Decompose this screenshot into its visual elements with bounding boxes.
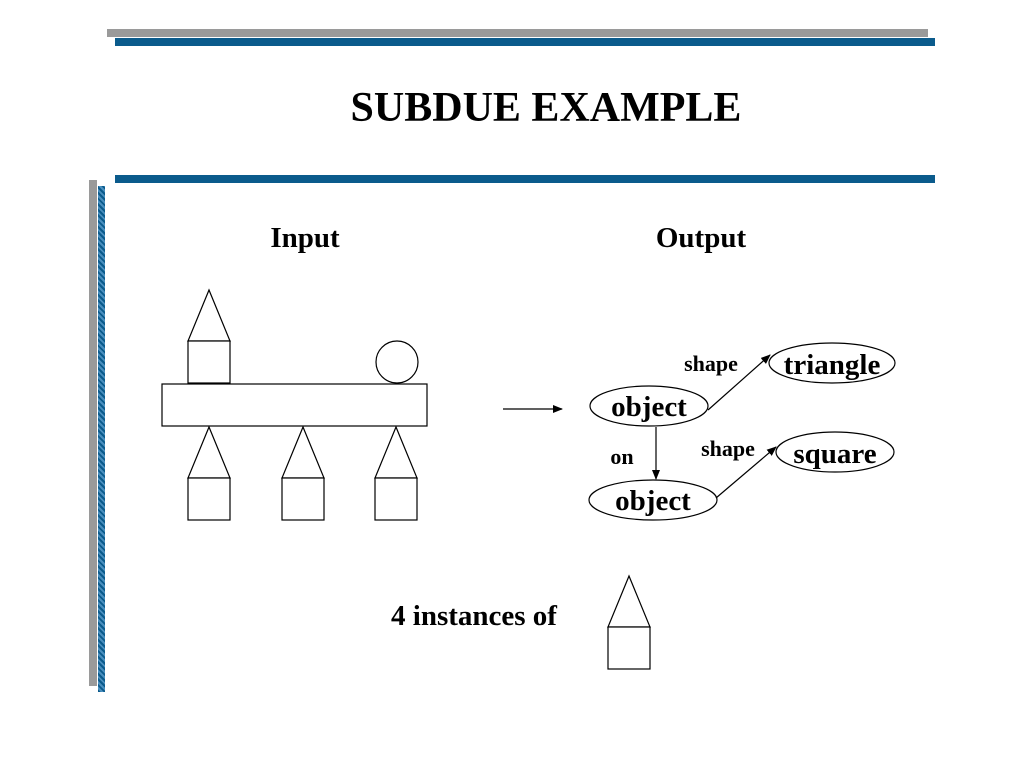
node-triangle-label: triangle <box>784 349 881 381</box>
square-shape <box>374 477 418 521</box>
instances-caption: 4 instances of <box>391 600 557 632</box>
edge-shape-top-label: shape <box>684 351 738 376</box>
title-underline-rule <box>115 175 935 183</box>
top-gray-rule <box>107 29 928 37</box>
house-top <box>187 288 231 384</box>
input-label: Input <box>270 222 340 254</box>
plank-shape <box>161 383 428 427</box>
triangle-shape <box>374 425 418 479</box>
node-object-top-label: object <box>611 391 687 423</box>
edge-shape-bottom-label: shape <box>701 436 755 461</box>
output-label: Output <box>656 222 747 254</box>
left-blue-rule <box>98 186 105 692</box>
node-object-top <box>589 385 709 427</box>
circle-shape <box>375 340 419 384</box>
square-shape <box>607 626 651 670</box>
instance-house-icon <box>607 574 651 670</box>
left-gray-rule <box>89 180 97 686</box>
triangle-shape <box>281 425 325 479</box>
triangle-shape <box>607 574 651 628</box>
node-object-bottom-label: object <box>615 485 691 517</box>
square-shape <box>281 477 325 521</box>
output-graph: object object triangle square shape on s… <box>588 342 896 521</box>
house-bottom-3 <box>374 425 418 521</box>
edge-shape-bottom <box>715 446 777 499</box>
edge-shape-top <box>707 354 771 411</box>
node-square-label: square <box>793 438 876 470</box>
house-bottom-2 <box>281 425 325 521</box>
square-shape <box>187 477 231 521</box>
node-object-bottom <box>588 479 718 521</box>
house-bottom-1 <box>187 425 231 521</box>
slide-title: SUBDUE EXAMPLE <box>350 85 742 131</box>
square-shape <box>187 340 231 384</box>
top-blue-rule <box>115 38 935 46</box>
triangle-shape <box>187 425 231 479</box>
input-scene <box>161 288 428 521</box>
triangle-shape <box>187 288 231 342</box>
edge-on-label: on <box>610 444 633 469</box>
